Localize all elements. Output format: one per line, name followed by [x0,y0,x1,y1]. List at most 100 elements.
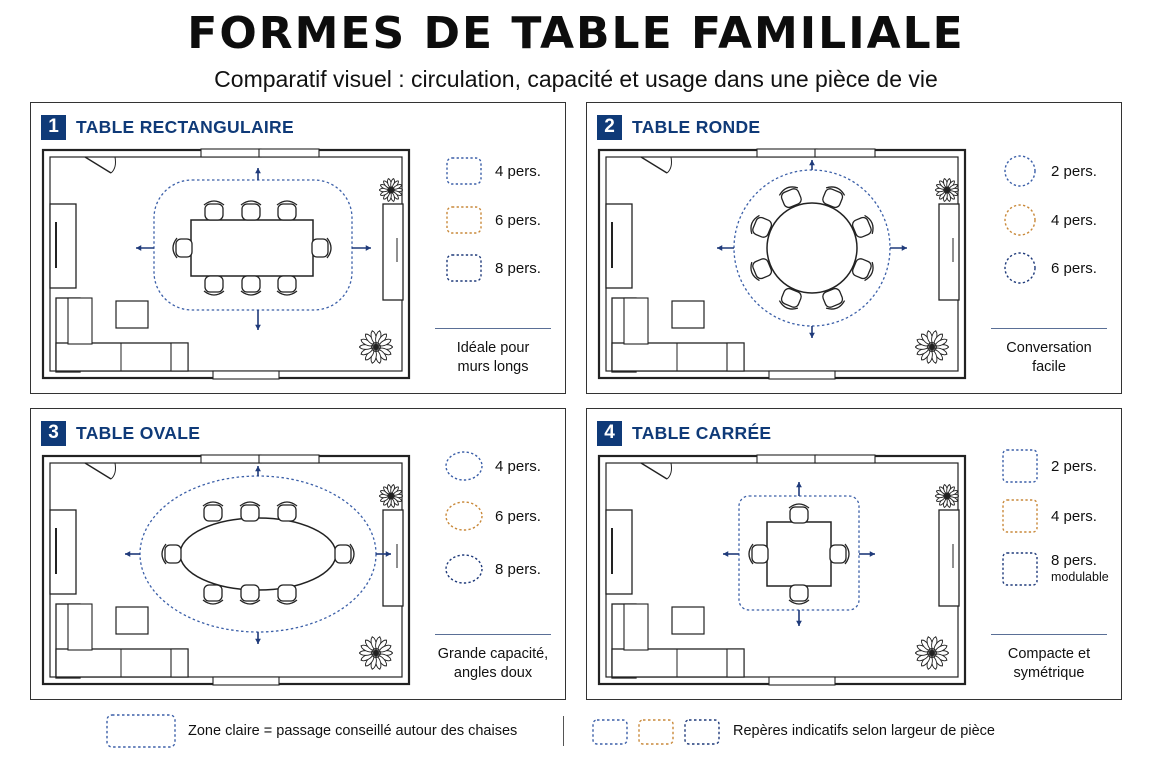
legend-label: 4 pers. [495,458,541,475]
zone-claire-swatch [106,714,176,748]
arrow-icon [796,610,802,626]
door-icon [84,156,116,174]
door-icon [640,156,672,174]
cabinet-icon [382,509,404,607]
legend-label: 4 pers. [1051,212,1097,229]
legend-capacity: 8 pers. [495,560,541,578]
window-icon [212,676,280,686]
usage-note-line: angles doux [453,665,533,681]
legend-capacity: 8 pers. [1051,552,1097,569]
legend-item: 8 pers.modulable [1001,552,1109,586]
legend-item: 8 pers. [445,552,541,586]
table-rectangular [190,219,314,277]
arrow-icon [352,245,371,251]
legend-divider [435,328,551,329]
legend-capacity: 6 pers. [495,507,541,525]
legend-swatch [446,206,482,234]
legend-capacity: 4 pers. [495,457,541,475]
arrow-icon [255,310,261,330]
panel-number-badge: 4 [597,420,622,446]
arrow-icon [136,245,154,251]
usage-note: Grande capacité, angles doux [429,645,557,683]
side-table-icon [115,300,149,329]
plant-icon [379,484,403,508]
chair-icon [202,501,224,522]
chair-icon [172,237,193,259]
usage-note-line: facile [1032,359,1066,375]
window-icon [212,370,280,380]
usage-note-line: symétrique [1013,665,1085,681]
legend-swatch [1002,552,1038,586]
chair-icon [778,287,802,310]
legend-swatch [1002,499,1038,533]
arrow-icon [125,551,140,557]
chair-icon [276,584,298,605]
footer-legend: Zone claire = passage conseillé autour d… [0,712,1152,752]
arrow-icon [796,482,802,496]
arrow-icon [809,160,815,170]
page-title: FORMES DE TABLE FAMILIALE [187,8,965,59]
chair-icon [276,501,298,522]
room-floorplan [597,148,967,380]
cabinet-icon [605,203,633,289]
legend-divider [435,634,551,635]
usage-note-line: Grande capacité, [437,646,549,662]
usage-note-line: Idéale pour [456,340,530,356]
arrow-icon [255,168,261,180]
legend-swatch [1004,252,1036,284]
chair-icon [778,186,802,209]
legend-swatch [446,157,482,185]
plant-icon [359,330,393,364]
chair-icon [822,186,846,209]
plant-icon [359,636,393,670]
window-icon [756,454,818,464]
legend-capacity: 2 pers. [1051,457,1097,475]
window-icon [768,676,836,686]
window-icon [200,148,262,158]
chair-icon [334,543,355,565]
side-table-icon [671,606,705,635]
legend-swatch [445,554,483,584]
panel-title: TABLE RONDE [632,116,761,137]
chair-icon [202,584,224,605]
legend-label: 2 pers. [1051,163,1097,180]
legend-swatch [1004,204,1036,236]
cabinet-icon [49,203,77,289]
legend-item: 2 pers. [1001,154,1097,188]
legend-capacity: 4 pers. [1051,211,1097,229]
legend-label: 8 pers. [495,260,541,277]
sofa-icon [611,603,745,679]
chair-icon [851,258,874,282]
legend-label: 4 pers. [1051,508,1097,525]
panel-title: TABLE OVALE [76,422,201,443]
window-icon [756,148,818,158]
repere-swatch-blue [592,719,628,745]
legend-label: 8 pers. [495,561,541,578]
legend-item: 4 pers. [1001,203,1097,237]
reperes-swatches [592,719,720,745]
chair-icon [829,543,850,565]
arrow-icon [717,245,734,251]
chair-icon [239,584,261,605]
room-floorplan [597,454,967,686]
table-oval [179,517,337,591]
chair-icon [788,503,810,524]
sofa-icon [611,297,745,373]
usage-note-line: murs longs [457,359,529,375]
legend-capacity: 2 pers. [1051,162,1097,180]
legend-divider [991,634,1107,635]
cabinet-icon [49,509,77,595]
legend-capacity: 4 pers. [495,162,541,180]
legend-label: 8 pers.modulable [1051,552,1109,586]
window-icon [200,454,262,464]
plant-icon [915,330,949,364]
cabinet-icon [605,509,633,595]
chair-icon [851,214,874,238]
legend-capacity: 8 pers. [495,259,541,277]
